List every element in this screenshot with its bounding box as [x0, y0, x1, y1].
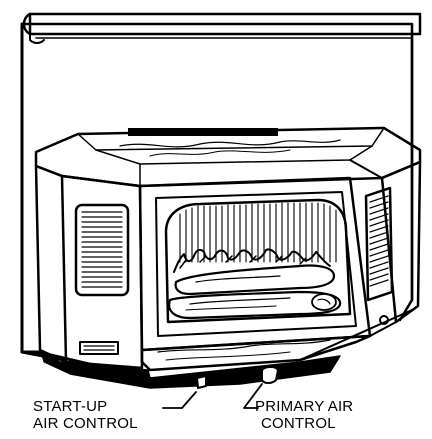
- left-side-cabinet: [36, 166, 142, 368]
- front-door-frame: [140, 178, 370, 350]
- primary-air-control-knob[interactable]: [262, 367, 278, 383]
- ash-lip: [142, 336, 370, 370]
- startup-air-control-knob[interactable]: [197, 376, 206, 388]
- startup-air-control-label: START-UP AIR CONTROL: [33, 398, 138, 432]
- right-side-cabinet: [350, 160, 420, 336]
- startup-leader-line: [163, 392, 196, 408]
- nameplate: [80, 342, 118, 354]
- startup-label-line1: START-UP: [33, 398, 138, 415]
- primary-air-control-label: PRIMARY AIR CONTROL: [255, 398, 353, 432]
- primary-label-line1: PRIMARY AIR: [255, 398, 353, 415]
- logs-and-flames: [169, 249, 340, 318]
- startup-label-line2: AIR CONTROL: [33, 415, 138, 432]
- primary-label-line2: CONTROL: [255, 415, 353, 432]
- stove-top-shroud: [36, 128, 420, 186]
